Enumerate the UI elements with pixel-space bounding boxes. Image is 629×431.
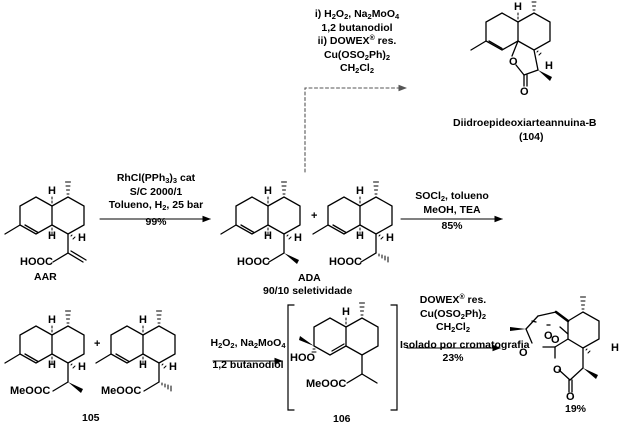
c105-ester-group: MeOOC [10,385,51,397]
ada-acid-group: HOOC [237,256,270,268]
plus-sign: + [311,210,318,222]
step4-resin: DOWEX® res. [419,294,487,306]
ada-selectivity: 90/10 seletividade [263,285,353,297]
step1-ratio: S/C 2000/1 [129,185,183,198]
atom-h: H [48,230,56,242]
step4-yield: 23% [442,352,464,364]
compound-104-number: (104) [519,131,544,143]
step1-conditions: RhCl(PPh3)3 cat S/C 2000/1 Tolueno, H2, … [100,172,212,229]
atom-h: H [294,232,302,244]
aar-label: AAR [34,271,57,283]
atom-h: H [264,230,272,242]
artemisinin-structure [510,296,600,393]
atom-h: H [169,361,177,373]
step2-reagent: SOCl2, tolueno [415,190,489,203]
atom-o: O [520,86,529,98]
compound-105-label: 105 [82,412,100,424]
step3-reagent: H2O2, Na2MoO4 [210,337,286,350]
bracket-right [390,304,398,411]
ada-minor-structure [312,181,393,263]
ada-minor-acid-group: HOOC [329,256,362,268]
atom-o: O [544,330,553,342]
atom-h: H [611,342,619,354]
atom-h: H [139,314,147,326]
step1-solvent: Tolueno, H2, 25 bar [108,199,204,212]
step3-solvent: 1,2 butanodiol [212,358,284,371]
step1-yield: 99% [145,215,167,228]
atom-h: H [78,232,86,244]
dashed-step-ii: ii) DOWEX® res. [317,35,397,47]
compound-104-structure [470,1,552,87]
aar-acid-group: HOOC [20,256,53,268]
step4-catalyst: Cu(OSO2Ph)2 [419,307,487,321]
atom-h: H [48,359,56,371]
atom-o: O [553,364,562,376]
compound-106-structure [299,302,379,384]
dashed-step-ii-catalyst: Cu(OSO2Ph)2 [323,48,391,62]
c105-minor-ester-group: MeOOC [101,385,142,397]
atom-h: H [342,306,350,318]
compound-105-minor-structure [95,310,176,392]
plus-sign: + [94,338,101,350]
step2-yield: 85% [441,220,463,232]
atom-o: O [519,347,528,359]
artemisinin-yield: 19% [565,403,587,415]
aar-structure [4,181,87,263]
atom-h: H [139,359,147,371]
c106-ester-group: MeOOC [306,378,347,390]
atom-h: H [356,230,364,242]
atom-h: H [48,314,56,326]
atom-h: H [545,60,553,72]
step1-catalyst: RhCl(PPh3)3 cat [116,172,196,185]
step4-solvent: CH2Cl2 [435,321,470,334]
atom-h: H [386,232,394,244]
atom-h: H [78,361,86,373]
atom-o: O [551,334,560,346]
ada-major-structure [220,181,301,264]
step2-conditions: SOCl2, tolueno MeOH, TEA 85% [400,190,504,234]
step4-isolation: Isolado por cromatografia [400,338,530,351]
atom-o: O [566,391,575,403]
atom-o: O [509,56,518,68]
dashed-step-ii-solvent: CH2Cl2 [339,62,374,75]
bracket-left [287,304,295,411]
c106-hydroperoxide: HOO [290,352,316,364]
compound-105-major-structure [4,310,85,393]
step3-conditions: H2O2, Na2MoO4 1,2 butanodiol [208,337,288,372]
dashed-step-i: i) H2O2, Na2MoO4 [314,8,400,21]
arrow-dashed [304,84,408,173]
ada-label: ADA [298,272,321,284]
atom-h: H [514,1,522,13]
step2-base: MeOH, TEA [423,203,481,216]
compound-106-label: 106 [333,413,351,425]
step4-conditions: DOWEX® res. Cu(OSO2Ph)2 CH2Cl2 Isolado p… [400,294,530,366]
atom-h: H [48,185,56,197]
atom-h: H [356,185,364,197]
compound-104-name: Diidroepideoxiarteannuina-B [453,117,597,129]
atom-h: H [264,185,272,197]
dashed-step-conditions: i) H2O2, Na2MoO4 1,2 butanodiol ii) DOWE… [306,8,408,76]
dashed-step-i-solvent: 1,2 butanodiol [321,21,393,34]
